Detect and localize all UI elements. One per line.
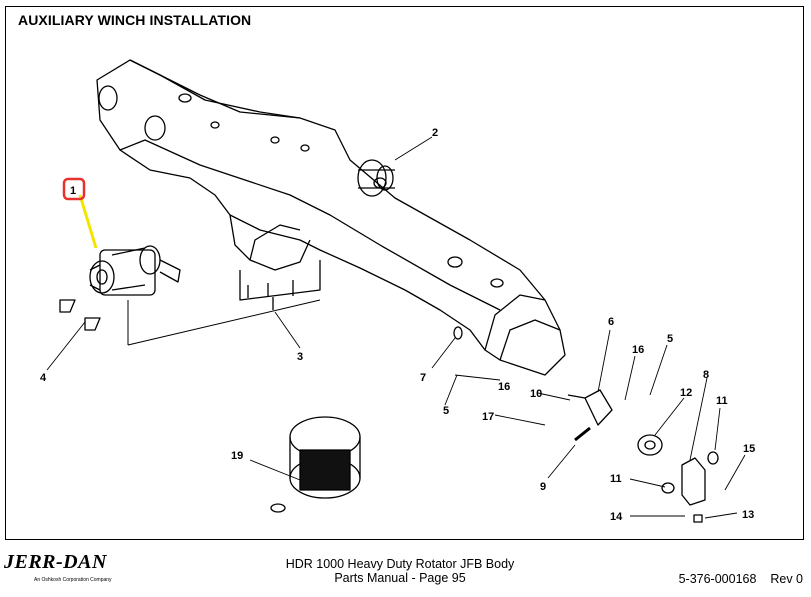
callout-6: 6: [608, 316, 614, 328]
callout-16-a: 16: [632, 344, 644, 356]
highlight-leader: [78, 194, 98, 249]
callout-8: 8: [703, 369, 709, 381]
sheave-12: [637, 434, 663, 456]
footer-page: Parts Manual - Page 95: [334, 571, 466, 585]
pin-9: [574, 426, 591, 442]
nut-13: [693, 514, 703, 523]
callout-14: 14: [610, 511, 623, 523]
revision: Rev 0: [770, 572, 803, 586]
callout-4: 4: [40, 372, 47, 384]
callout-17: 17: [482, 411, 494, 423]
callout-13: 13: [742, 509, 754, 521]
cable-reel-19: [270, 416, 361, 513]
auxiliary-winch: [89, 245, 161, 296]
bracket-6: [584, 389, 613, 426]
callout-12: 12: [680, 387, 692, 399]
callout-2: 2: [432, 127, 438, 139]
plate-8: [681, 457, 706, 506]
callout-10: 10: [530, 388, 542, 400]
callout-5-a: 5: [443, 405, 449, 417]
doc-number: 5-376-000168: [678, 572, 757, 586]
callout-3: 3: [297, 351, 303, 363]
callout-16-b: 16: [498, 381, 510, 393]
o-ring-7: [453, 326, 463, 340]
highlight-box: [62, 177, 86, 201]
callout-7: 7: [420, 372, 426, 384]
footer-model: HDR 1000 Heavy Duty Rotator JFB Body: [285, 557, 515, 571]
drawing-title: AUXILIARY WINCH INSTALLATION: [18, 12, 252, 28]
drawing-frame: [5, 6, 804, 540]
logo-subtitle: An Oshkosh Corporation Company: [34, 577, 112, 583]
jerr-dan-logo: JERR-DAN: [4, 551, 107, 573]
callout-11-a: 11: [716, 395, 728, 407]
washer-11a: [707, 451, 719, 465]
footer-doc-number: 5-376-000168 Rev 0: [679, 572, 803, 586]
callout-15: 15: [743, 443, 755, 455]
callout-11-b: 11: [610, 473, 622, 485]
callout-9: 9: [540, 481, 546, 493]
swivel-assembly: [357, 159, 395, 197]
callout-19: 19: [231, 450, 243, 462]
body-frame: [96, 59, 566, 376]
callout-1: 1: [70, 185, 76, 197]
callout-5-b: 5: [667, 333, 673, 345]
washer-11b: [661, 482, 675, 494]
